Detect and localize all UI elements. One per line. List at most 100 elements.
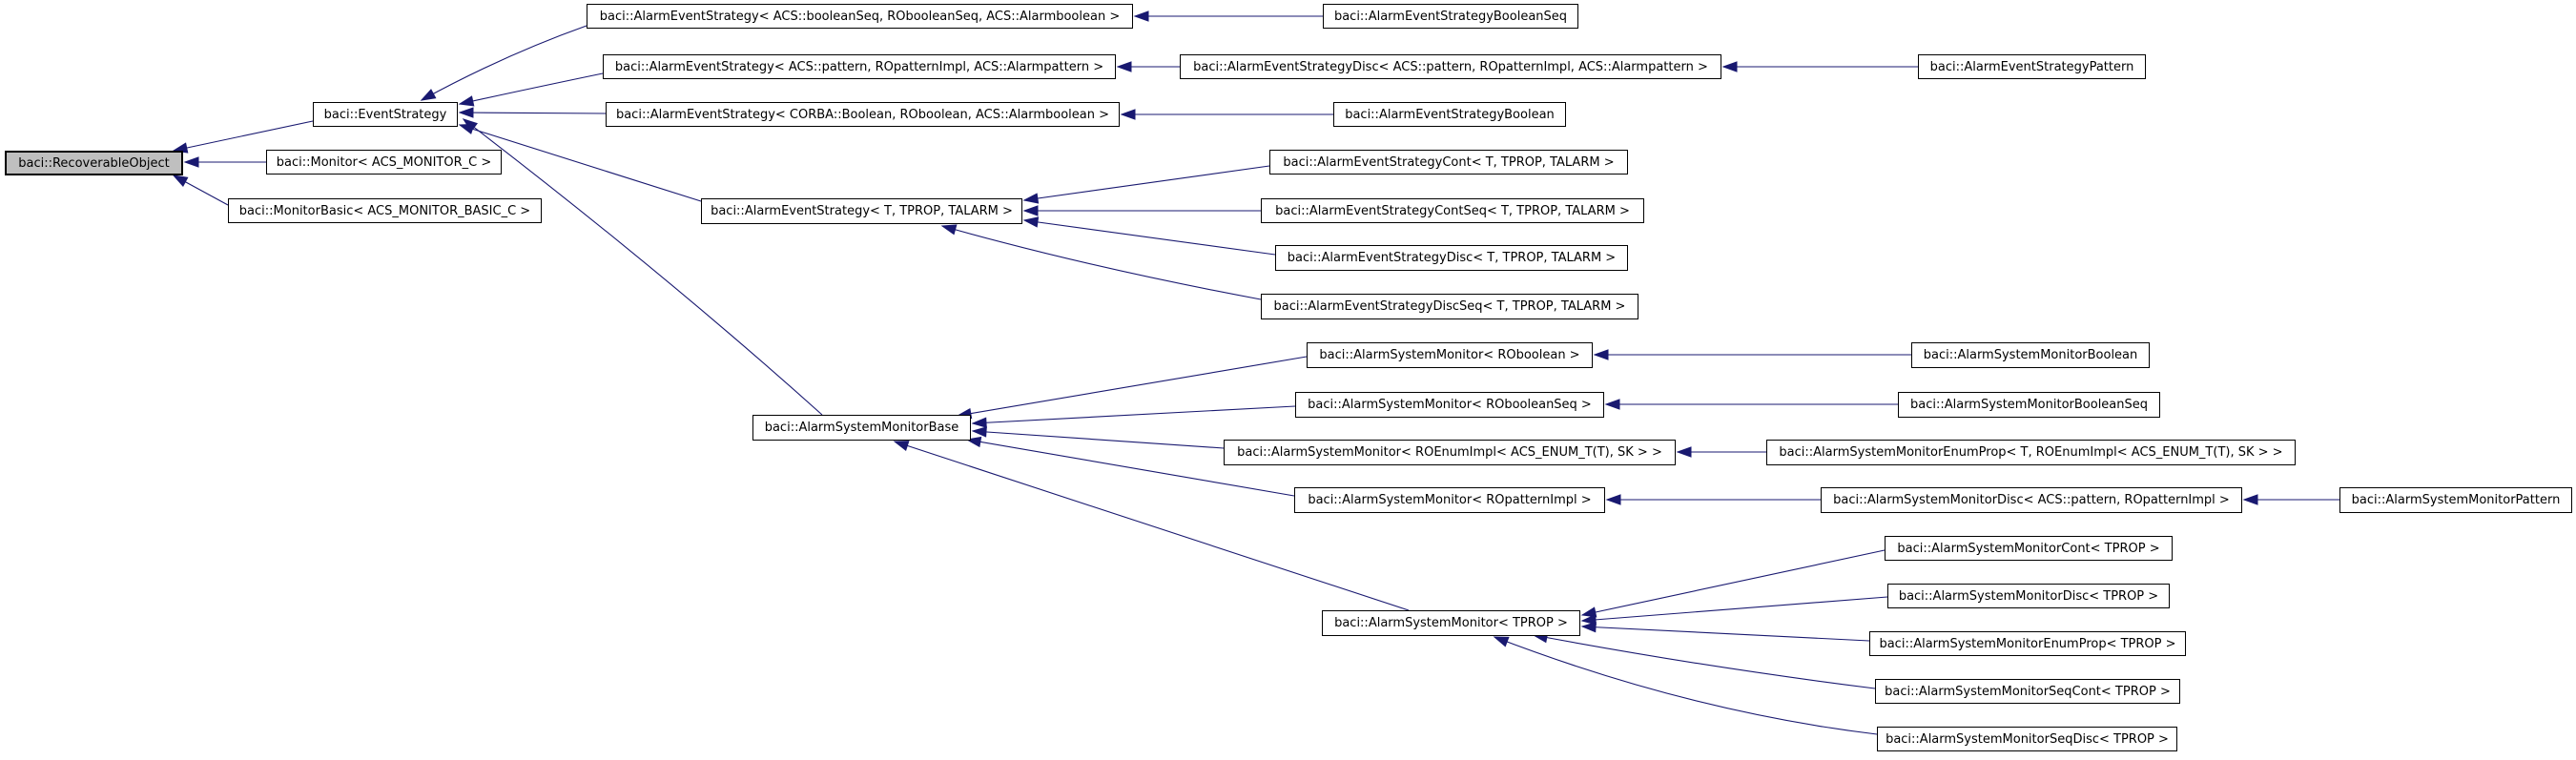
inheritance-edge-aes_pattern_inst-to-event_strategy [459, 72, 604, 105]
class-label: baci::AlarmSystemMonitorEnumProp< T, ROE… [1779, 445, 2283, 460]
class-label: baci::AlarmEventStrategyPattern [1929, 59, 2134, 74]
arrowhead-icon [971, 417, 987, 428]
arrowhead-icon [1133, 10, 1149, 22]
class-node-asm_seqdisc_tprop[interactable]: baci::AlarmSystemMonitorSeqDisc< TPROP > [1877, 727, 2177, 751]
inheritance-edge-aes_discseq_t-to-aes_t [941, 225, 1262, 300]
arrowhead-icon [458, 107, 474, 118]
class-label: baci::AlarmSystemMonitorCont< TPROP > [1897, 541, 2160, 556]
inheritance-edge-asm_seqdisc_tprop-to-asm_tprop [1494, 636, 1878, 735]
class-node-asm_pattern[interactable]: baci::AlarmSystemMonitorPattern [2339, 487, 2572, 513]
inheritance-edge-aes_booleanseq_inst-to-event_strategy [421, 25, 587, 101]
inheritance-edge-asm_robooleanseq-to-asm_base [972, 405, 1296, 424]
arrowhead-icon [1493, 636, 1510, 647]
class-label: baci::AlarmSystemMonitorBoolean [1923, 348, 2138, 362]
arrowhead-icon [893, 441, 910, 451]
class-node-aes_disc_t[interactable]: baci::AlarmEventStrategyDisc< T, TPROP, … [1275, 245, 1628, 271]
class-label: baci::RecoverableObject [18, 155, 170, 171]
class-label: baci::AlarmEventStrategy< T, TPROP, TALA… [711, 204, 1013, 218]
class-label: baci::AlarmSystemMonitorSeqCont< TPROP > [1885, 684, 2171, 699]
class-node-aes_contseq_t[interactable]: baci::AlarmEventStrategyContSeq< T, TPRO… [1261, 198, 1644, 223]
arrowhead-icon [1116, 61, 1132, 72]
class-label: baci::AlarmEventStrategy< ACS::pattern, … [614, 59, 1104, 74]
class-node-asm_tprop[interactable]: baci::AlarmSystemMonitor< TPROP > [1322, 610, 1580, 636]
class-label: baci::AlarmEventStrategyDisc< T, TPROP, … [1287, 251, 1617, 265]
class-label: baci::AlarmEventStrategyBooleanSeq [1333, 9, 1568, 24]
class-label: baci::AlarmEventStrategy< CORBA::Boolean… [615, 107, 1110, 122]
class-label: baci::AlarmSystemMonitorEnumProp< TPROP … [1879, 636, 2176, 651]
class-label: baci::EventStrategy [323, 107, 447, 122]
class-label: baci::AlarmSystemMonitor< ROboolean > [1319, 348, 1580, 362]
inheritance-edge-asm_enumprop_tprop-to-asm_tprop [1581, 626, 1870, 642]
inheritance-edge-aes_t-to-event_strategy [459, 124, 702, 202]
class-label: baci::AlarmEventStrategy< ACS::booleanSe… [599, 9, 1121, 24]
class-node-asm_enumprop_tprop[interactable]: baci::AlarmSystemMonitorEnumProp< TPROP … [1869, 631, 2186, 656]
arrowhead-icon [940, 224, 958, 236]
arrowhead-icon [1580, 614, 1597, 626]
class-label: baci::MonitorBasic< ACS_MONITOR_BASIC_C … [238, 203, 531, 218]
class-node-asm_robooleanseq[interactable]: baci::AlarmSystemMonitor< RObooleanSeq > [1295, 392, 1604, 418]
class-node-recoverable_object: baci::RecoverableObject [5, 151, 183, 175]
class-label: baci::AlarmSystemMonitorSeqDisc< TPROP > [1886, 731, 2169, 747]
inheritance-edge-asm_ropatternimpl-to-asm_base [966, 439, 1295, 497]
class-node-aes_booleanseq[interactable]: baci::AlarmEventStrategyBooleanSeq [1323, 4, 1578, 29]
class-label: baci::AlarmSystemMonitor< ROpatternImpl … [1308, 493, 1592, 507]
inheritance-edge-aes_cont_t-to-aes_t [1023, 165, 1270, 201]
arrowhead-icon [420, 89, 437, 101]
arrowhead-icon [1022, 205, 1039, 216]
arrowhead-icon [1580, 606, 1597, 618]
arrowhead-icon [458, 95, 475, 107]
arrowhead-icon [1022, 193, 1040, 204]
class-node-aes_t[interactable]: baci::AlarmEventStrategy< T, TPROP, TALA… [701, 198, 1022, 224]
class-node-monitor_acs_monitor_c[interactable]: baci::Monitor< ACS_MONITOR_C > [266, 150, 502, 175]
class-label: baci::AlarmEventStrategyDisc< ACS::patte… [1193, 59, 1708, 74]
class-node-event_strategy[interactable]: baci::EventStrategy [313, 102, 458, 127]
arrowhead-icon [1676, 446, 1692, 458]
class-node-asm_roboolean[interactable]: baci::AlarmSystemMonitor< ROboolean > [1307, 342, 1593, 368]
class-label: baci::AlarmEventStrategyContSeq< T, TPRO… [1275, 203, 1630, 218]
inheritance-edge-aes_disc_t-to-aes_t [1023, 219, 1276, 256]
arrowhead-icon [971, 426, 987, 438]
class-label: baci::AlarmSystemMonitor< TPROP > [1334, 616, 1568, 630]
class-node-asm_booleanseq[interactable]: baci::AlarmSystemMonitorBooleanSeq [1898, 392, 2160, 418]
inheritance-edge-asm_tprop-to-asm_base [894, 441, 1410, 611]
inheritance-edge-event_strategy-to-recoverable_object [173, 120, 314, 152]
inheritance-edge-asm_roenumimpl-to-asm_base [972, 430, 1225, 449]
class-label: baci::AlarmEventStrategyCont< T, TPROP, … [1283, 154, 1615, 170]
class-node-asm_cont_tprop[interactable]: baci::AlarmSystemMonitorCont< TPROP > [1885, 536, 2173, 561]
class-node-aes_pattern[interactable]: baci::AlarmEventStrategyPattern [1918, 54, 2146, 79]
arrowhead-icon [2242, 494, 2258, 505]
class-node-aes_pattern_inst[interactable]: baci::AlarmEventStrategy< ACS::pattern, … [603, 54, 1116, 79]
inheritance-edge-asm_cont_tprop-to-asm_tprop [1581, 549, 1886, 616]
class-node-asm_ropatternimpl[interactable]: baci::AlarmSystemMonitor< ROpatternImpl … [1294, 487, 1605, 513]
class-node-asm_base[interactable]: baci::AlarmSystemMonitorBase [752, 415, 971, 441]
class-node-asm_disc_pattern[interactable]: baci::AlarmSystemMonitorDisc< ACS::patte… [1821, 487, 2242, 513]
inheritance-edge-asm_disc_tprop-to-asm_tprop [1581, 596, 1888, 622]
inheritance-edge-asm_seqcont_tprop-to-asm_tprop [1533, 634, 1876, 689]
class-node-asm_roenumimpl[interactable]: baci::AlarmSystemMonitor< ROEnumImpl< AC… [1224, 440, 1676, 465]
class-node-aes_booleanseq_inst[interactable]: baci::AlarmEventStrategy< ACS::booleanSe… [587, 4, 1133, 29]
class-node-asm_disc_tprop[interactable]: baci::AlarmSystemMonitorDisc< TPROP > [1887, 584, 2170, 608]
class-node-asm_enumprop_t[interactable]: baci::AlarmSystemMonitorEnumProp< T, ROE… [1766, 440, 2296, 465]
class-node-aes_discseq_t[interactable]: baci::AlarmEventStrategyDiscSeq< T, TPRO… [1261, 294, 1638, 319]
class-node-aes_disc_pattern[interactable]: baci::AlarmEventStrategyDisc< ACS::patte… [1180, 54, 1721, 79]
arrowhead-icon [172, 175, 189, 187]
class-label: baci::AlarmEventStrategyDiscSeq< T, TPRO… [1273, 299, 1626, 314]
class-node-aes_boolean_inst[interactable]: baci::AlarmEventStrategy< CORBA::Boolean… [606, 102, 1120, 127]
class-node-aes_boolean[interactable]: baci::AlarmEventStrategyBoolean [1333, 102, 1566, 127]
arrowhead-icon [1022, 216, 1040, 228]
arrowhead-icon [1605, 494, 1621, 505]
class-label: baci::AlarmSystemMonitorBase [764, 421, 959, 435]
arrowhead-icon [1604, 399, 1620, 410]
inheritance-edge-asm_base-to-event_strategy [463, 118, 823, 416]
class-node-asm_seqcont_tprop[interactable]: baci::AlarmSystemMonitorSeqCont< TPROP > [1875, 679, 2180, 704]
class-node-aes_cont_t[interactable]: baci::AlarmEventStrategyCont< T, TPROP, … [1269, 150, 1628, 175]
arrowhead-icon [1120, 109, 1136, 120]
class-node-monitor_basic[interactable]: baci::MonitorBasic< ACS_MONITOR_BASIC_C … [228, 198, 542, 223]
class-label: baci::AlarmSystemMonitorDisc< ACS::patte… [1833, 493, 2230, 507]
class-label: baci::AlarmSystemMonitorDisc< TPROP > [1898, 588, 2159, 604]
inheritance-edge-asm_roboolean-to-asm_base [957, 356, 1308, 417]
arrowhead-icon [1721, 61, 1738, 72]
class-label: baci::AlarmSystemMonitorBooleanSeq [1909, 398, 2149, 412]
class-node-asm_boolean[interactable]: baci::AlarmSystemMonitorBoolean [1911, 342, 2150, 368]
